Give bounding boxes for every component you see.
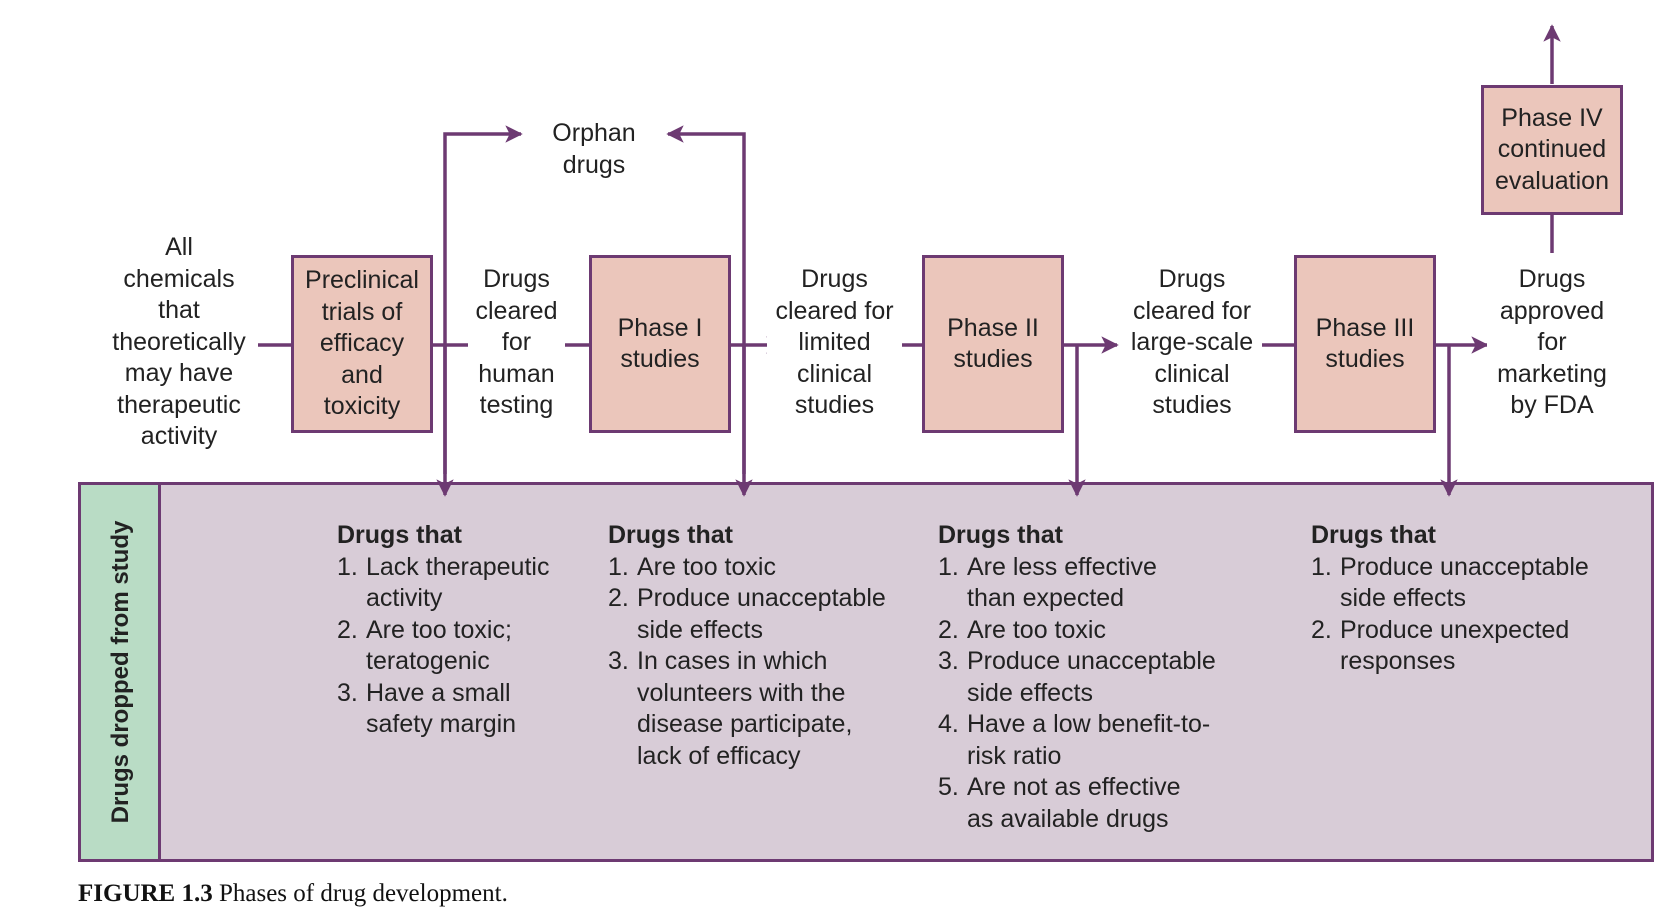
node-all-chemicals: All chemicals that theoretically may hav… <box>100 232 258 453</box>
box-phase1-studies: Phase I studies <box>589 255 731 433</box>
dropped-reason-number: 1. <box>337 552 358 581</box>
dropped-reason-text: Are too toxic <box>637 552 776 581</box>
box-preclinical-trials: Preclinical trials of efficacy and toxic… <box>291 255 433 433</box>
dropped-reason-text: Have a small safety margin <box>366 678 517 739</box>
dropped-column-phase2: Drugs that 1. Are less effective than expe… <box>938 520 1216 835</box>
dropped-reason-list: 1. Are less effective than expected 2. Are … <box>938 552 1216 836</box>
dropped-reason-item: 3. Have a small safety margin <box>337 678 549 741</box>
dropped-reason-text: Are too toxic; teratogenic <box>366 615 512 676</box>
dropped-reason-item: 3. Produce unacceptable side effects <box>938 646 1216 709</box>
dropped-reason-number: 1. <box>1311 552 1332 581</box>
dropped-reason-item: 4. Have a low benefit-to- risk ratio <box>938 709 1216 772</box>
dropped-reason-text: Produce unacceptable side effects <box>1340 552 1589 613</box>
dropped-reason-number: 3. <box>938 647 959 675</box>
dropped-column-phase3: Drugs that 1. Produce unacceptable side ef… <box>1311 520 1589 678</box>
dropped-reason-text: Are less effective than expected <box>967 552 1157 613</box>
dropped-sidebar: Drugs dropped from study <box>81 485 161 859</box>
dropped-panel: Drugs dropped from study <box>78 482 1654 862</box>
node-approved-fda: Drugs approved for marketing by FDA <box>1487 264 1617 422</box>
dropped-reason-number: 2. <box>1311 615 1332 644</box>
dropped-reason-text: Have a low benefit-to- risk ratio <box>967 710 1211 770</box>
dropped-reason-list: 1. Lack therapeutic activity 2. Are too tox… <box>337 552 549 741</box>
dropped-reason-item: 2. Produce unacceptable side effects <box>608 583 886 646</box>
dropped-reason-text: Are not as effective as available drugs <box>967 773 1181 833</box>
dropped-column-heading: Drugs that <box>938 521 1063 549</box>
node-cleared-limited-studies: Drugs cleared for limited clinical studi… <box>767 264 902 422</box>
dropped-reason-item: 2. Are too toxic <box>938 615 1216 647</box>
dropped-reason-number: 1. <box>608 552 629 581</box>
figure-caption-label: FIGURE 1.3 <box>78 880 213 907</box>
dropped-reason-number: 2. <box>608 584 629 612</box>
dropped-reason-list: 1. Produce unacceptable side effects 2. Pro… <box>1311 552 1589 678</box>
dropped-column-phase1: Drugs that 1. Are too toxic 2. Produce unacc… <box>608 520 886 772</box>
dropped-reason-text: Produce unacceptable side effects <box>967 647 1216 707</box>
dropped-reason-list: 1. Are too toxic 2. Produce unacceptable si… <box>608 552 886 773</box>
dropped-reason-number: 4. <box>938 710 959 738</box>
dropped-column-preclinical: Drugs that 1. Lack therapeutic activity 2. A… <box>337 520 549 741</box>
dropped-reason-number: 3. <box>337 678 358 707</box>
figure-caption-text: Phases of drug development. <box>218 880 508 907</box>
dropped-reason-item: 2. Produce unexpected responses <box>1311 615 1589 678</box>
dropped-reason-text: Produce unexpected responses <box>1340 615 1570 676</box>
dropped-reason-number: 2. <box>938 615 959 644</box>
dropped-reason-item: 1. Are less effective than expected <box>938 552 1216 615</box>
node-orphan-drugs: Orphan drugs <box>535 118 653 181</box>
dropped-reason-item: 1. Lack therapeutic activity <box>337 552 549 615</box>
node-cleared-human-testing: Drugs cleared for human testing <box>468 264 565 422</box>
dropped-reason-item: 2. Are too toxic; teratogenic <box>337 615 549 678</box>
dropped-reason-item: 1. Are too toxic <box>608 552 886 584</box>
dropped-reason-item: 5. Are not as effective as available drug… <box>938 772 1216 835</box>
dropped-reason-number: 2. <box>337 615 358 644</box>
dropped-column-heading: Drugs that <box>337 521 462 549</box>
box-phase2-studies: Phase II studies <box>922 255 1064 433</box>
dropped-reason-text: Lack therapeutic activity <box>366 552 550 613</box>
figure-caption: FIGURE 1.3 Phases of drug development. <box>78 880 508 908</box>
dropped-column-heading: Drugs that <box>1311 521 1436 549</box>
box-phase4-evaluation: Phase IV continued evaluation <box>1481 85 1623 215</box>
dropped-reason-number: 3. <box>608 647 629 675</box>
dropped-reason-item: 3. In cases in which volunteers with the … <box>608 646 886 772</box>
dropped-reason-number: 1. <box>938 552 959 581</box>
dropped-reason-text: In cases in which volunteers with the di… <box>637 647 853 770</box>
dropped-reason-item: 1. Produce unacceptable side effects <box>1311 552 1589 615</box>
dropped-reason-number: 5. <box>938 773 959 801</box>
dropped-reason-text: Are too toxic <box>967 615 1106 644</box>
dropped-reason-text: Produce unacceptable side effects <box>637 584 886 644</box>
dropped-column-heading: Drugs that <box>608 521 733 549</box>
node-cleared-large-scale: Drugs cleared for large-scale clinical s… <box>1122 264 1262 422</box>
box-phase3-studies: Phase III studies <box>1294 255 1436 433</box>
